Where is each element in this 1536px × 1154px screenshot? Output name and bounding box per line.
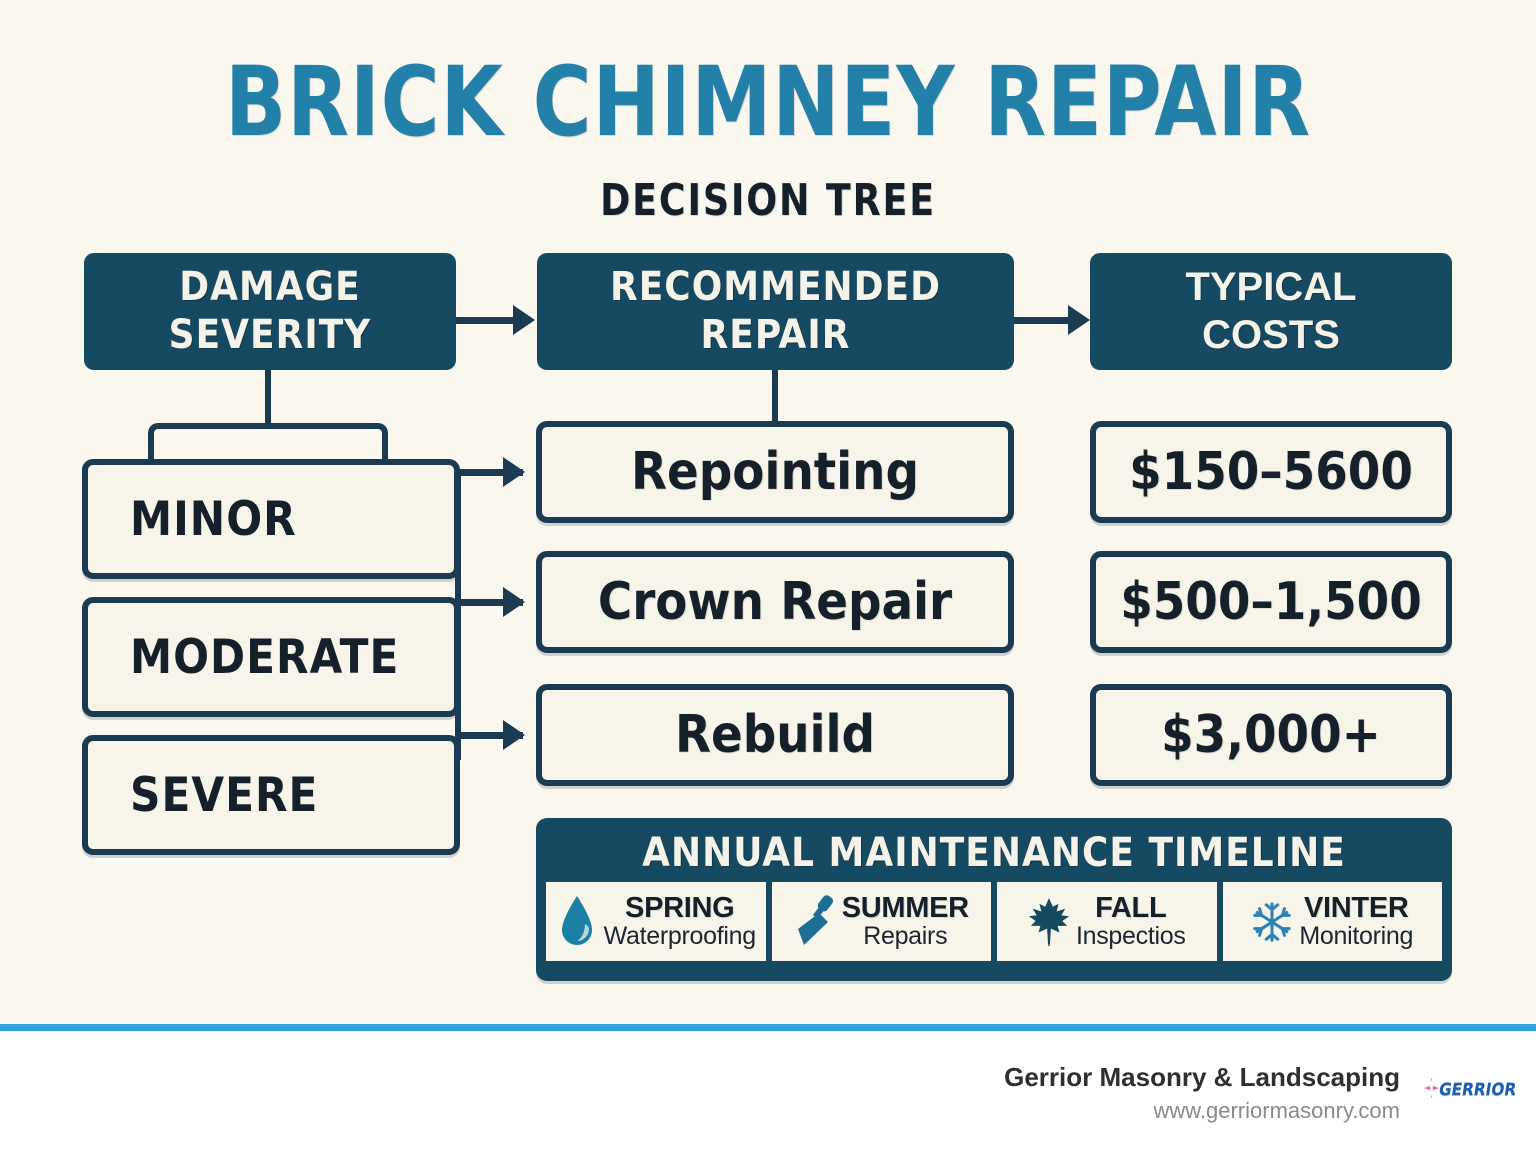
cost-label: $3,000+	[1161, 705, 1381, 765]
timeline-season-label: FALL	[1095, 891, 1167, 924]
timeline-title: ANNUAL MAINTENANCE TIMELINE	[642, 830, 1346, 876]
timeline-cell-text: VINTER Monitoring	[1299, 891, 1414, 950]
timeline-season-label: SUMMER	[841, 891, 969, 924]
logo-wordmark: GERRIOR	[1437, 1080, 1518, 1100]
water-drop-icon	[556, 888, 598, 956]
connector-severe-arrow-icon	[503, 720, 525, 750]
timeline-cell-winter[interactable]: VINTER Monitoring	[1222, 882, 1442, 961]
repair-box-repointing[interactable]: Repointing	[536, 421, 1014, 523]
severity-label: MODERATE	[130, 629, 400, 685]
connector-moderate-line	[455, 599, 523, 606]
timeline-cell-fall[interactable]: FALL Inspectios	[997, 882, 1217, 961]
accent-divider-bar	[0, 1024, 1536, 1031]
timeline-cell-spring[interactable]: SPRING Waterproofing	[546, 882, 766, 961]
header-line-2: COSTS	[1202, 312, 1340, 357]
connector-header-1-arrow-icon	[513, 305, 535, 335]
repair-box-crown-repair[interactable]: Crown Repair	[536, 551, 1014, 653]
timeline-season-label: SPRING	[625, 891, 735, 924]
gerrior-logo[interactable]: GERRIOR	[1424, 1073, 1518, 1107]
header-line-1: TYPICAL	[1185, 265, 1357, 310]
timeline-cell-summer[interactable]: SUMMER Repairs	[771, 882, 991, 961]
repair-box-rebuild[interactable]: Rebuild	[536, 684, 1014, 786]
cost-label: $150–5600	[1129, 442, 1413, 502]
timeline-task-label: Waterproofing	[603, 921, 757, 950]
severity-label: SEVERE	[130, 767, 319, 823]
logo-spark-icon	[1424, 1077, 1439, 1099]
severity-header-stem	[265, 370, 271, 426]
column-header-typical-costs: TYPICAL COSTS	[1090, 253, 1452, 370]
trowel-icon	[794, 888, 836, 956]
repair-label: Crown Repair	[597, 572, 953, 632]
repair-label: Rebuild	[674, 705, 876, 765]
cost-box-repointing[interactable]: $150–5600	[1090, 421, 1452, 523]
cost-box-rebuild[interactable]: $3,000+	[1090, 684, 1452, 786]
severity-bracket	[148, 423, 388, 463]
severity-label: MINOR	[130, 491, 297, 547]
timeline-task-label: Repairs	[863, 921, 948, 950]
footer-brand-name: Gerrior Masonry & Landscaping	[1004, 1062, 1400, 1092]
connector-minor-arrow-icon	[503, 457, 525, 487]
timeline-task-label: Monitoring	[1299, 921, 1414, 950]
connector-header-2-arrow-icon	[1068, 305, 1090, 335]
severity-box-severe[interactable]: SEVERE	[82, 735, 460, 855]
severity-spine-line	[455, 472, 461, 760]
connector-severe-line	[455, 732, 523, 739]
repair-label: Repointing	[631, 442, 919, 502]
timeline-cell-text: FALL Inspectios	[1075, 891, 1186, 950]
connector-moderate-arrow-icon	[503, 587, 525, 617]
timeline-cell-text: SUMMER Repairs	[841, 891, 969, 950]
severity-box-moderate[interactable]: MODERATE	[82, 597, 460, 717]
timeline-cell-text: SPRING Waterproofing	[603, 891, 757, 950]
column-header-recommended-repair: RECOMMENDED REPAIR	[537, 253, 1014, 370]
header-line-2: REPAIR	[700, 311, 851, 358]
connector-minor-line	[455, 469, 523, 476]
severity-box-minor[interactable]: MINOR	[82, 459, 460, 579]
footer-website-url: www.gerriormasonry.com	[1153, 1098, 1400, 1123]
annual-maintenance-timeline-panel: ANNUAL MAINTENANCE TIMELINE SPRING Water…	[536, 818, 1452, 981]
timeline-task-label: Inspectios	[1075, 921, 1186, 950]
page-title: BRICK CHIMNEY REPAIR	[224, 46, 1312, 158]
cost-box-crown-repair[interactable]: $500–1,500	[1090, 551, 1452, 653]
snowflake-icon	[1251, 888, 1293, 956]
footer-background	[0, 1031, 1536, 1154]
timeline-season-label: VINTER	[1303, 891, 1409, 924]
timeline-cells: SPRING Waterproofing SUMMER Repairs	[536, 882, 1452, 971]
connector-header-1-line	[456, 317, 518, 324]
cost-label: $500–1,500	[1120, 572, 1422, 632]
repair-header-stem	[772, 370, 778, 424]
maple-leaf-icon	[1028, 888, 1070, 956]
header-line-1: RECOMMENDED	[610, 264, 941, 311]
page-subtitle: DECISION TREE	[600, 175, 936, 226]
connector-header-2-line	[1014, 317, 1073, 324]
column-header-damage-severity: DAMAGE SEVERITY	[84, 253, 456, 370]
header-line-2: SEVERITY	[168, 311, 372, 358]
header-line-1: DAMAGE	[179, 264, 361, 311]
